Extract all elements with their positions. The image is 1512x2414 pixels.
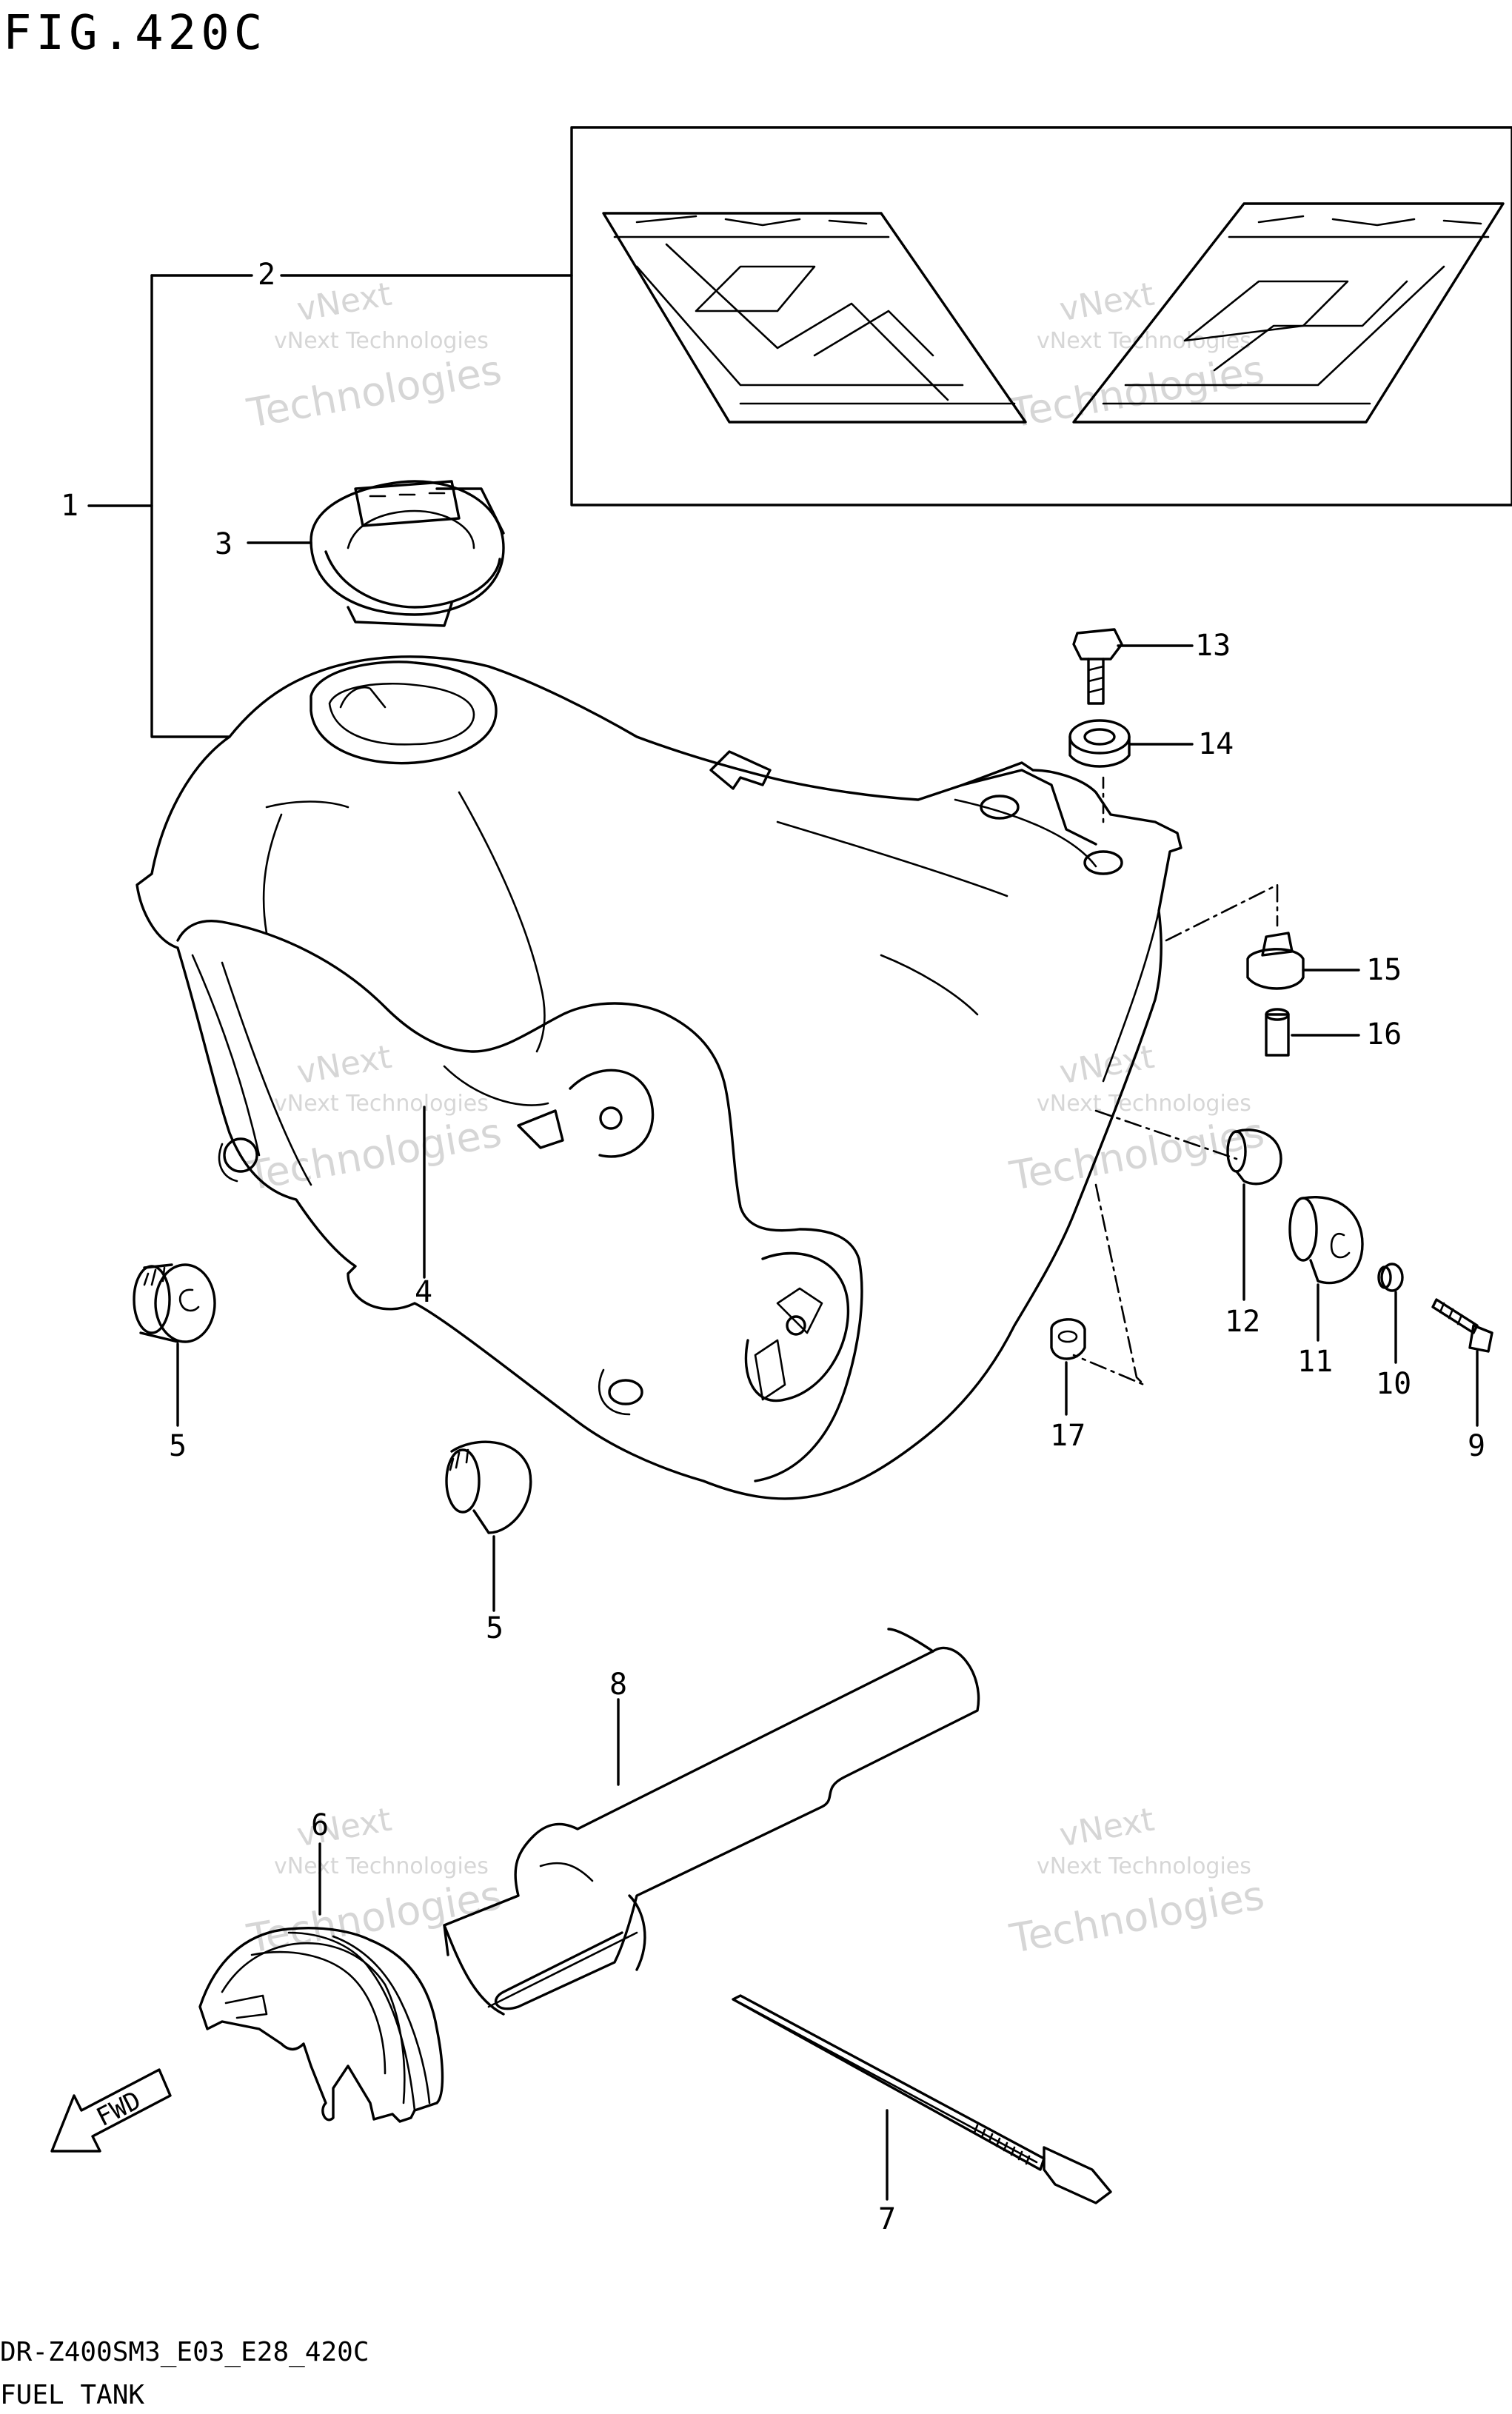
watermark-text: vNext bbox=[294, 275, 394, 330]
emblem-right bbox=[1072, 202, 1505, 424]
rubber-strip-6[interactable] bbox=[198, 1926, 444, 2123]
watermark-text: vNext bbox=[1057, 1038, 1157, 1092]
callout-9: 9 bbox=[1468, 1429, 1485, 1463]
figure-caption: FUEL TANK bbox=[0, 2380, 144, 2410]
washer-10[interactable] bbox=[1377, 1263, 1404, 1292]
watermarks: vNext Technologies vNext Technologies vN… bbox=[243, 275, 1268, 1962]
callout-17: 17 bbox=[1050, 1419, 1086, 1453]
model-code: DR-Z400SM3_E03_E28_420C bbox=[0, 2337, 369, 2367]
callout-5a: 5 bbox=[169, 1429, 187, 1463]
watermark-text: vNext Technologies bbox=[1037, 1091, 1251, 1117]
tank-cushion-right[interactable] bbox=[445, 1440, 532, 1534]
watermark-text: vNext Technologies bbox=[1037, 1853, 1251, 1879]
watermark-text: Technologies bbox=[243, 1109, 505, 1200]
watermark-text: vNext Technologies bbox=[274, 328, 489, 354]
watermark-text: vNext Technologies bbox=[274, 1853, 489, 1879]
collar-11[interactable] bbox=[1288, 1196, 1364, 1285]
fuel-tank[interactable] bbox=[136, 655, 1182, 1500]
callout-11: 11 bbox=[1297, 1345, 1333, 1379]
watermark-text: Technologies bbox=[243, 347, 505, 437]
callout-7: 7 bbox=[878, 2202, 896, 2236]
callout-1: 1 bbox=[61, 489, 78, 523]
callout-4: 4 bbox=[415, 1275, 432, 1309]
washer-14[interactable] bbox=[1068, 719, 1131, 768]
callout-2: 2 bbox=[258, 258, 275, 292]
callout-labels: 1 2 3 4 5 5 6 7 8 9 10 11 12 13 14 15 16… bbox=[61, 258, 1485, 2236]
callout-13: 13 bbox=[1195, 629, 1231, 663]
watermark-text: vNext bbox=[1057, 275, 1157, 330]
fuel-cap[interactable] bbox=[310, 480, 505, 627]
collar-16[interactable] bbox=[1265, 1008, 1290, 1057]
cushion-15[interactable] bbox=[1246, 932, 1305, 990]
watermark-text: vNext bbox=[294, 1801, 394, 1855]
bolt-13[interactable] bbox=[1072, 628, 1123, 705]
callout-5b: 5 bbox=[486, 1611, 504, 1645]
cable-clamp-7[interactable] bbox=[732, 1994, 1112, 2204]
emblem-left bbox=[602, 212, 1027, 424]
callout-14: 14 bbox=[1198, 727, 1234, 761]
callout-15: 15 bbox=[1366, 953, 1402, 987]
figure-title: FIG.420C bbox=[3, 6, 267, 61]
callout-6: 6 bbox=[311, 1808, 329, 1842]
callout-8: 8 bbox=[609, 1668, 627, 1702]
forward-label: FWD bbox=[92, 2085, 146, 2133]
emblem-frame bbox=[570, 126, 1512, 506]
watermark-text: vNext bbox=[1057, 1801, 1157, 1855]
callout-3: 3 bbox=[215, 527, 233, 561]
assembly-bracket bbox=[87, 274, 573, 738]
assembly-lines bbox=[1072, 883, 1279, 1386]
protector-8[interactable] bbox=[443, 1628, 980, 2016]
cushion-12[interactable] bbox=[1226, 1129, 1282, 1186]
nut-17[interactable] bbox=[1050, 1318, 1086, 1360]
forward-arrow: FWD bbox=[50, 2068, 172, 2153]
emblem-set[interactable] bbox=[570, 126, 1512, 506]
callout-16: 16 bbox=[1366, 1017, 1402, 1051]
watermark-text: Technologies bbox=[1006, 1872, 1268, 1962]
bolt-9[interactable] bbox=[1431, 1298, 1493, 1353]
watermark-text: vNext Technologies bbox=[274, 1091, 489, 1117]
tank-cushion-left[interactable] bbox=[133, 1263, 216, 1343]
watermark-text: vNext bbox=[294, 1038, 394, 1092]
callout-12: 12 bbox=[1225, 1305, 1260, 1339]
callout-10: 10 bbox=[1376, 1367, 1411, 1401]
